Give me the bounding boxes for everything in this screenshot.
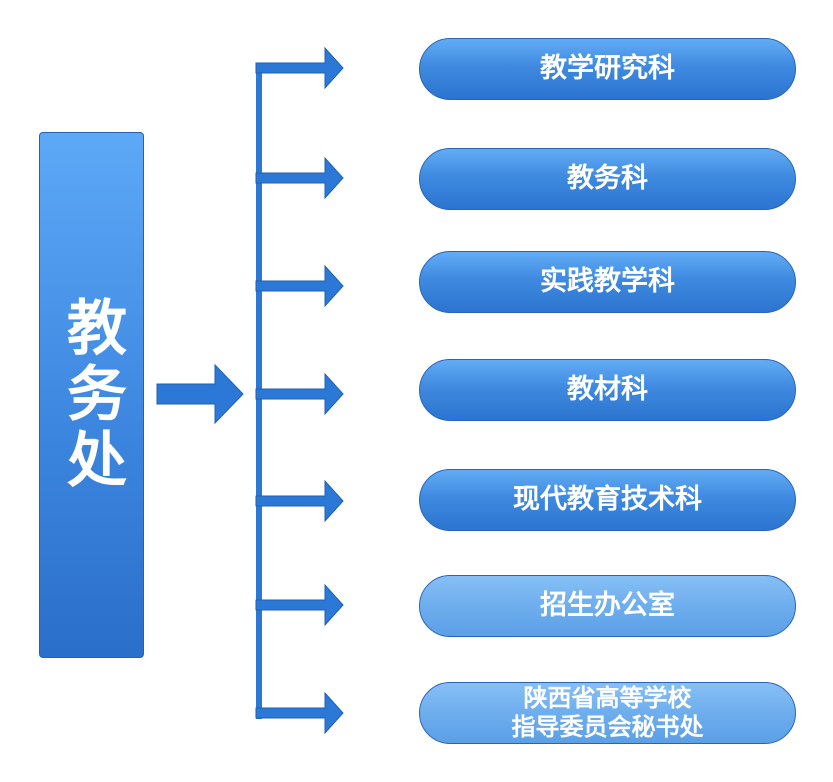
branch-arrow-7: [255, 691, 344, 735]
branch-node-teaching-research: 教学研究科: [419, 38, 796, 100]
branch-node-admissions-office: 招生办公室: [419, 575, 796, 637]
branch-arrow-3: [255, 264, 344, 308]
branch-arrow-5: [255, 479, 344, 523]
branch-arrow-2: [255, 156, 344, 200]
root-node-box: 教务处: [39, 132, 144, 658]
branch-arrows: [255, 46, 344, 735]
branch-label: 教务科: [567, 163, 648, 195]
branch-label: 招生办公室: [540, 590, 675, 622]
branch-arrow-1: [255, 46, 344, 90]
branch-node-steering-committee-secretariat: 陕西省高等学校 指导委员会秘书处: [419, 682, 796, 744]
branch-node-practice-teaching: 实践教学科: [419, 251, 796, 313]
branch-label: 现代教育技术科: [513, 484, 702, 516]
branch-arrow-4: [255, 372, 344, 416]
main-arrow: [156, 363, 244, 425]
branch-arrow-6: [255, 583, 344, 627]
branch-label-line2: 指导委员会秘书处: [511, 713, 704, 741]
root-node-label: 教务处: [56, 296, 127, 494]
branch-node-textbook: 教材科: [419, 359, 796, 421]
branch-label: 教材科: [567, 374, 648, 406]
branch-label: 实践教学科: [540, 266, 675, 298]
branch-node-academic-affairs: 教务科: [419, 148, 796, 210]
branch-node-education-technology: 现代教育技术科: [419, 469, 796, 531]
branch-label-line1: 陕西省高等学校: [523, 684, 692, 713]
branch-label: 陕西省高等学校 指导委员会秘书处: [512, 684, 704, 742]
branch-label: 教学研究科: [540, 53, 675, 85]
